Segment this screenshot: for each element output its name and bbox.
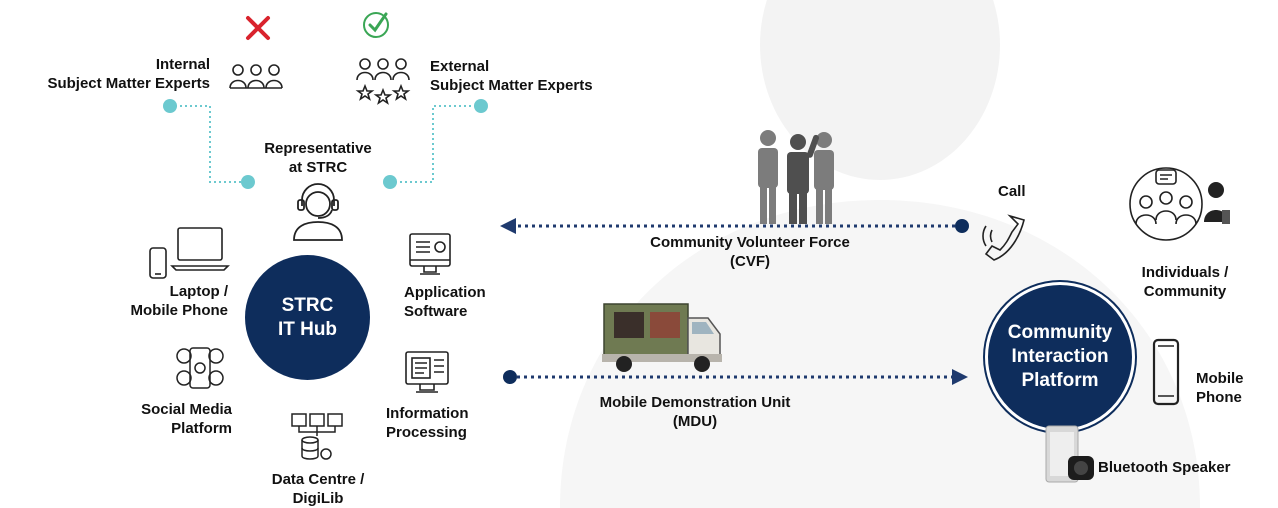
external-experts-label: External Subject Matter Experts — [430, 58, 593, 94]
check-circle-icon — [363, 12, 389, 38]
representative-label: Representative at STRC — [264, 140, 372, 176]
strc-it-hub: STRC IT Hub — [245, 255, 370, 380]
data-centre-label: Data Centre / DigiLib — [271, 471, 365, 507]
application-software-icon — [409, 233, 451, 275]
rated-experts-icon — [355, 58, 411, 105]
laptop-mobile-icon — [149, 227, 230, 279]
community-interaction-platform: Community Interaction Platform — [985, 282, 1135, 432]
bluetooth-speaker-label: Bluetooth Speaker — [1098, 459, 1231, 476]
bluetooth-speaker-image — [1045, 425, 1094, 483]
headset-agent-icon — [293, 183, 343, 241]
phone-call-icon — [982, 214, 1025, 261]
mdu-truck-image — [602, 303, 722, 372]
cross-icon — [246, 16, 270, 40]
community-people-icon — [1129, 167, 1230, 241]
mdu-label: Mobile Demonstration Unit (MDU) — [599, 394, 791, 430]
internal-experts-label: Internal Subject Matter Experts — [47, 56, 210, 92]
laptop-mobile-label: Laptop / Mobile Phone — [130, 283, 229, 319]
volunteers-group-icon — [758, 130, 834, 224]
social-media-icon — [176, 347, 224, 389]
application-software-label: Application Software — [404, 284, 486, 320]
group-icon — [229, 64, 283, 89]
cvf-label: Community Volunteer Force (CVF) — [650, 234, 850, 270]
call-label: Call — [998, 183, 1026, 200]
data-centre-icon — [291, 413, 343, 460]
mobile-phone-icon — [1152, 338, 1180, 406]
information-processing-label: Information Processing — [386, 405, 469, 441]
information-processing-icon — [405, 351, 449, 393]
individuals-community-label: Individuals / Community — [1141, 264, 1229, 300]
social-media-label: Social Media Platform — [141, 401, 232, 437]
mobile-phone-label: Mobile Phone — [1196, 370, 1244, 406]
